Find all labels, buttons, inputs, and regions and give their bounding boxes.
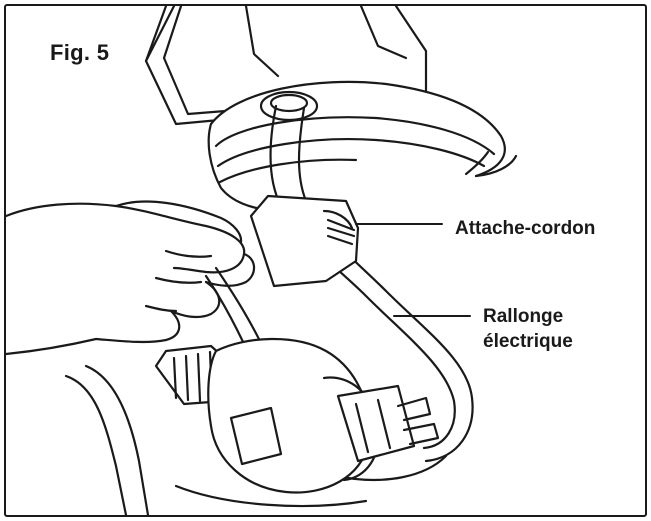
power-cord xyxy=(269,104,474,463)
cord-clip xyxy=(249,194,443,288)
figure-label: Fig. 5 xyxy=(50,40,110,65)
callout-extension-line2: électrique xyxy=(483,331,573,352)
cord-clip-illustration xyxy=(6,6,518,515)
hand xyxy=(6,200,256,356)
plug-connector xyxy=(154,337,440,494)
callout-extension-line1: Rallonge xyxy=(483,306,564,327)
motor-housing xyxy=(144,6,506,212)
callout-extension-cord: Rallonge électrique xyxy=(483,304,573,354)
callout-cord-clip: Attache-cordon xyxy=(455,218,596,239)
figure-frame: Fig. 5 Attache-cordon Rallonge électriqu… xyxy=(4,4,647,517)
